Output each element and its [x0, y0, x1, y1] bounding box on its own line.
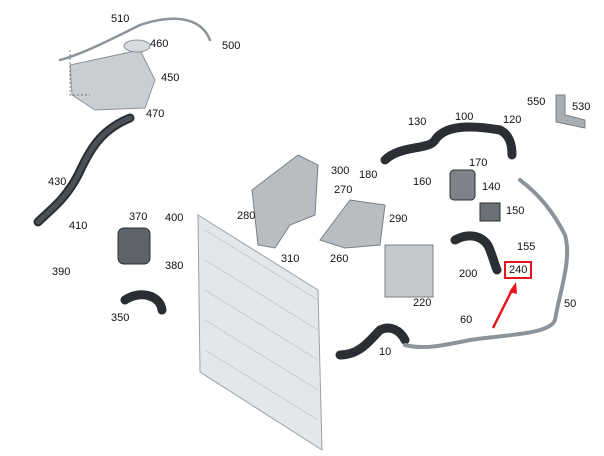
part-label-400: 400	[165, 212, 184, 224]
part-label-130: 130	[408, 116, 427, 128]
radiator	[197, 214, 323, 451]
cap-460	[123, 39, 151, 53]
part-label-180: 180	[359, 169, 378, 181]
bracket-530	[555, 94, 586, 129]
pipe-50	[403, 178, 570, 350]
part-label-280: 280	[237, 210, 256, 222]
part-label-500: 500	[222, 40, 241, 52]
valve-140	[449, 169, 476, 201]
part-label-200: 200	[459, 268, 478, 280]
part-label-390: 390	[52, 266, 71, 278]
part-label-290: 290	[389, 213, 408, 225]
part-label-370: 370	[129, 211, 148, 223]
part-label-310: 310	[281, 253, 300, 265]
control-unit-220	[384, 244, 434, 298]
part-label-60: 60	[460, 314, 473, 326]
part-label-240-highlighted: 240	[504, 261, 533, 279]
part-label-410: 410	[69, 220, 88, 232]
highlight-arrow	[491, 287, 515, 329]
part-label-450: 450	[161, 72, 180, 84]
part-label-470: 470	[146, 108, 165, 120]
part-label-270: 270	[334, 184, 353, 196]
pump-370	[117, 227, 151, 265]
part-label-160: 160	[413, 176, 432, 188]
part-label-350: 350	[111, 312, 130, 324]
part-label-510: 510	[111, 13, 130, 25]
part-label-530: 530	[572, 101, 591, 113]
bracket-260	[319, 199, 386, 249]
part-label-150: 150	[506, 205, 525, 217]
part-label-300: 300	[331, 165, 350, 177]
part-label-155: 155	[517, 241, 536, 253]
part-label-380: 380	[165, 260, 184, 272]
bracket-280	[251, 154, 319, 249]
part-label-460: 460	[150, 38, 169, 50]
part-label-170: 170	[469, 157, 488, 169]
part-label-430: 430	[48, 176, 67, 188]
part-label-550: 550	[527, 96, 546, 108]
expansion-tank	[69, 49, 156, 111]
part-label-220: 220	[413, 297, 432, 309]
part-label-260: 260	[330, 253, 349, 265]
part-label-100: 100	[455, 111, 474, 123]
part-label-140: 140	[482, 181, 501, 193]
part-label-50: 50	[564, 298, 577, 310]
part-label-120: 120	[503, 114, 522, 126]
part-label-10: 10	[379, 346, 392, 358]
part-150	[479, 202, 501, 222]
